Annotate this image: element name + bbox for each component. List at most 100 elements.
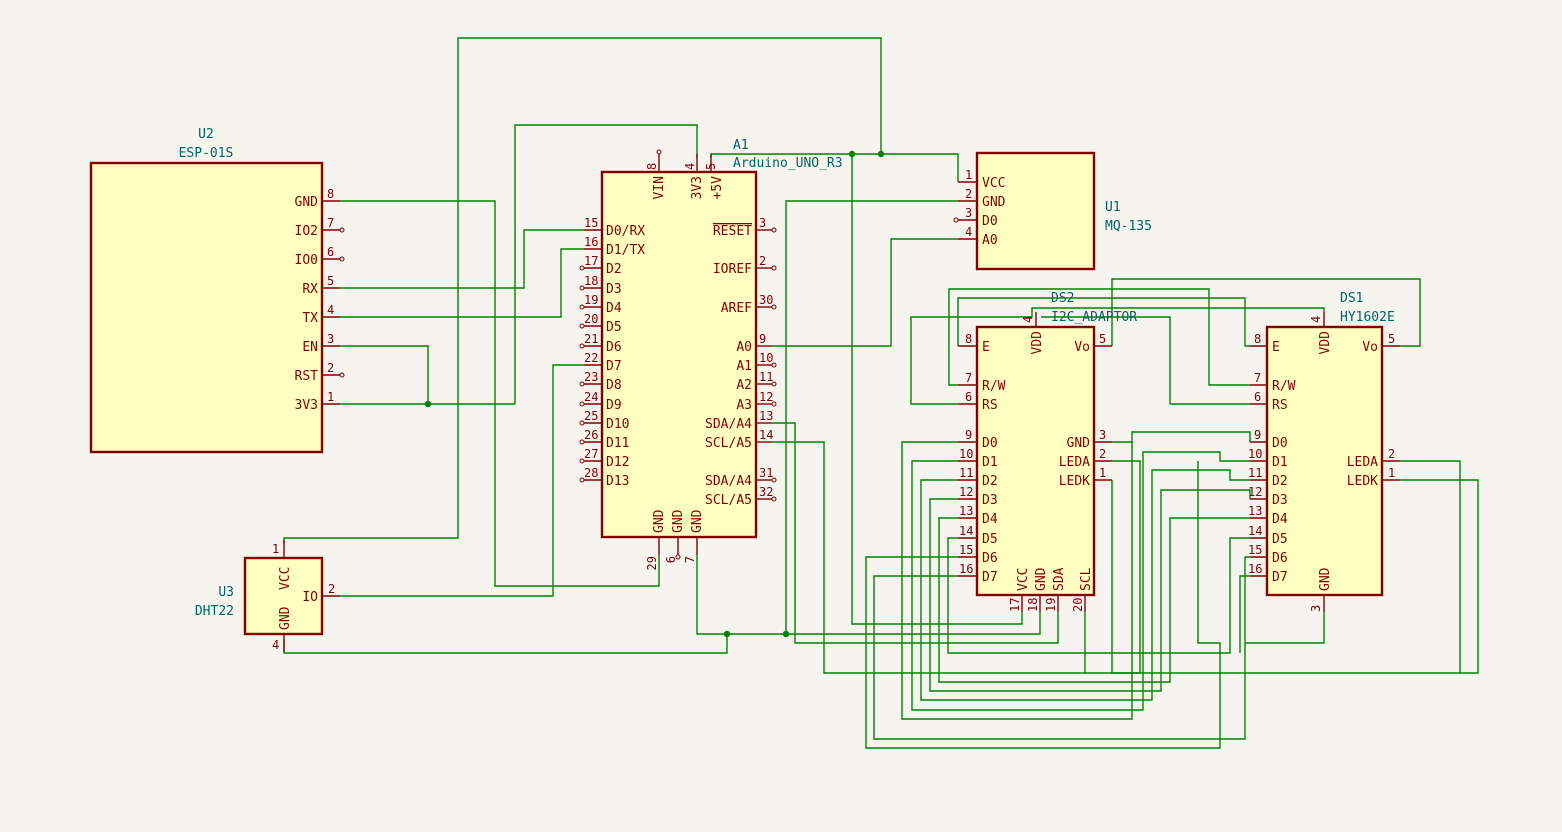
ds2-pin-rs: RS	[982, 398, 998, 413]
arduino-pin-d0: D0/RX	[606, 224, 645, 239]
ds2-pin-num: 16	[959, 562, 973, 576]
arduino-pin-d6: D6	[606, 340, 622, 355]
ds1-pin-num: 1	[1388, 466, 1395, 480]
dht22-pin-num: 4	[272, 638, 279, 652]
esp01s-pin-3v3: 3V3	[295, 398, 318, 413]
ds2-pin-num: 4	[1021, 316, 1035, 323]
ds2-pin-num: 2	[1099, 447, 1106, 461]
ds2-pin-vdd: VDD	[1030, 331, 1045, 355]
arduino-pin-d5: D5	[606, 320, 622, 335]
ds2-pin-num: 19	[1044, 598, 1058, 612]
arduino-pin-num: 28	[584, 466, 598, 480]
ds2-pin-scl: SCL	[1079, 567, 1094, 591]
ds2-pin-num: 8	[965, 332, 972, 346]
arduino-pin-aref: AREF	[721, 301, 752, 316]
arduino-pin-scl2: SCL/A5	[705, 493, 752, 508]
arduino-pin-num: 25	[584, 409, 598, 423]
ds2-pin-num: 9	[965, 428, 972, 442]
dht22-pin-num: 2	[328, 582, 335, 596]
arduino-pin-gnd1: GND	[652, 509, 667, 533]
arduino-pin-scl: SCL/A5	[705, 436, 752, 451]
ds1-pin-num: 14	[1248, 524, 1262, 538]
ds2-pin-num: 17	[1008, 598, 1022, 612]
arduino-pin-num: 5	[704, 163, 718, 170]
ds2-pin-num: 7	[965, 371, 972, 385]
arduino-pin-d7: D7	[606, 359, 622, 374]
arduino-pin-a1: A1	[736, 359, 752, 374]
arduino-pin-num: 31	[759, 466, 773, 480]
dht22-ref: U3	[218, 585, 234, 600]
arduino-pin-d10: D10	[606, 417, 629, 432]
ds1-pin-rw: R/W	[1272, 379, 1296, 394]
ds1-body	[1265, 325, 1384, 597]
arduino-pin-num: 29	[645, 556, 659, 570]
arduino-pin-num: 20	[584, 312, 598, 326]
dht22-pin-io: IO	[302, 590, 318, 605]
ds1-pin-num: 11	[1248, 466, 1262, 480]
ds2-pin-d3: D3	[982, 493, 998, 508]
ds2-pin-num: 18	[1026, 598, 1040, 612]
ds2-ref: DS2	[1051, 291, 1074, 306]
ds2-pin-num: 15	[959, 543, 973, 557]
esp01s-ref: U2	[198, 127, 214, 142]
ds2-pin-leda: LEDA	[1059, 455, 1090, 470]
ds2-pin-d2: D2	[982, 474, 998, 489]
arduino-pin-d1: D1/TX	[606, 243, 645, 258]
arduino-pin-num: 12	[759, 390, 773, 404]
esp01s-value: ESP-01S	[179, 146, 234, 161]
arduino-pin-num: 22	[584, 351, 598, 365]
arduino-pin-num: 19	[584, 293, 598, 307]
ds1-pin-num: 16	[1248, 562, 1262, 576]
arduino-pin-a2: A2	[736, 378, 752, 393]
mq135-pin-vcc: VCC	[982, 176, 1005, 191]
arduino-pin-num: 9	[759, 332, 766, 346]
arduino-pin-num: 11	[759, 370, 773, 384]
dht22-sensor: U3 DHT22 VCC IO GND 1 2 4	[195, 540, 340, 652]
mq135-pin-num: 1	[965, 168, 972, 182]
ds2-pin-sda: SDA	[1052, 567, 1067, 591]
arduino-pin-d12: D12	[606, 455, 629, 470]
lcd-i2c-adaptor: DS2 I2C_ADAPTOR E R/W RS D0 D1 D2 D3 D4 …	[958, 291, 1137, 612]
ds2-pin-num: 6	[965, 390, 972, 404]
arduino-pin-d13: D13	[606, 474, 629, 489]
ds2-pin-gnd: GND	[1067, 436, 1091, 451]
arduino-pin-num: 2	[759, 254, 766, 268]
arduino-pin-d9: D9	[606, 398, 622, 413]
arduino-pin-d8: D8	[606, 378, 622, 393]
arduino-pin-d11: D11	[606, 436, 629, 451]
arduino-pin-num: 23	[584, 370, 598, 384]
arduino-pin-a0: A0	[736, 340, 752, 355]
esp01s-pin-rx: RX	[302, 282, 318, 297]
arduino-value: Arduino_UNO_R3	[733, 156, 843, 171]
arduino-pin-num: 18	[584, 274, 598, 288]
arduino-pin-d2: D2	[606, 262, 622, 277]
ds1-pin-num: 4	[1309, 316, 1323, 323]
esp01s-pin-num: 5	[327, 274, 334, 288]
ds2-pin-num: 1	[1099, 466, 1106, 480]
arduino-pin-num: 4	[683, 163, 697, 170]
ds2-pin-num: 5	[1099, 332, 1106, 346]
ds1-pin-num: 15	[1248, 543, 1262, 557]
ds1-pin-num: 8	[1254, 332, 1261, 346]
arduino-pin-num: 16	[584, 235, 598, 249]
arduino-pin-num: 7	[683, 556, 697, 563]
mq135-body	[975, 151, 1096, 271]
ds1-pin-d6: D6	[1272, 551, 1288, 566]
ds1-pin-vdd: VDD	[1318, 331, 1333, 355]
arduino-pin-sda2: SDA/A4	[705, 474, 752, 489]
ds2-pin-num: 13	[959, 504, 973, 518]
wires	[283, 37, 1479, 749]
esp01s-pin-num: 3	[327, 332, 334, 346]
dht22-pin-vcc: VCC	[278, 567, 293, 590]
arduino-ref: A1	[733, 138, 749, 153]
ds2-pin-d6: D6	[982, 551, 998, 566]
arduino-pin-num: 15	[584, 216, 598, 230]
ds1-pin-num: 7	[1254, 371, 1261, 385]
ds2-pin-ledk: LEDK	[1059, 474, 1090, 489]
arduino-pin-num: 8	[645, 163, 659, 170]
ds2-pin-num: 14	[959, 524, 973, 538]
ds1-pin-rs: RS	[1272, 398, 1288, 413]
arduino-pin-sda: SDA/A4	[705, 417, 752, 432]
mq135-pin-num: 3	[965, 206, 972, 220]
arduino-pin-gnd2: GND	[671, 509, 686, 533]
